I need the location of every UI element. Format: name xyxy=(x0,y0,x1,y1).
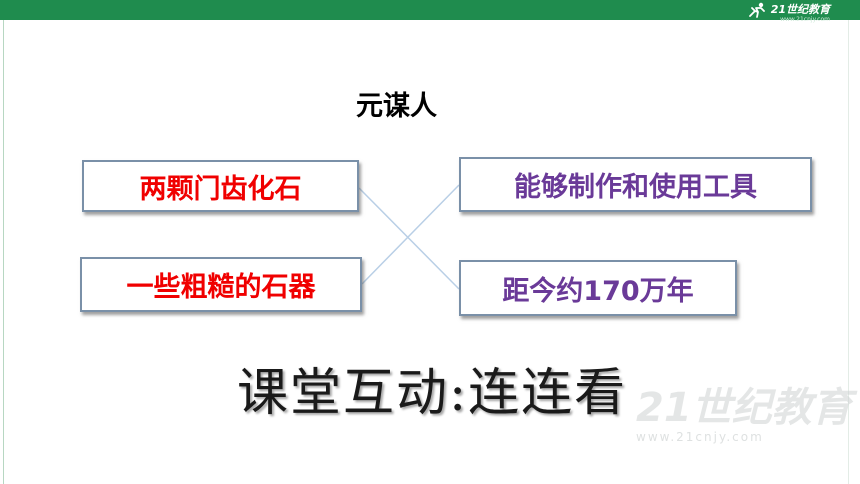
match-box-right-1[interactable]: 能够制作和使用工具 xyxy=(459,157,812,212)
right-border-rule xyxy=(848,20,849,484)
site-logo: 21世纪教育 xyxy=(746,1,830,19)
slide-title: 元谋人 xyxy=(356,91,437,122)
runner-logo-icon xyxy=(748,2,765,18)
connector-line-1 xyxy=(358,187,460,290)
logo-text: 21世纪教育 xyxy=(770,3,830,16)
watermark-logo: 21世纪教育 xyxy=(636,385,852,431)
match-box-left-1[interactable]: 两颗门齿化石 xyxy=(82,160,359,212)
activity-title: 课堂互动:连连看 xyxy=(237,364,628,423)
logo-url: www.21cnjy.com xyxy=(780,16,830,23)
connector-line-2 xyxy=(361,184,460,285)
watermark-url: www.21cnjy.com xyxy=(636,430,764,444)
left-border-rule xyxy=(3,20,4,484)
match-box-right-2[interactable]: 距今约170万年 xyxy=(459,260,737,316)
match-box-left-2[interactable]: 一些粗糙的石器 xyxy=(80,257,362,312)
header-bar xyxy=(0,0,860,20)
